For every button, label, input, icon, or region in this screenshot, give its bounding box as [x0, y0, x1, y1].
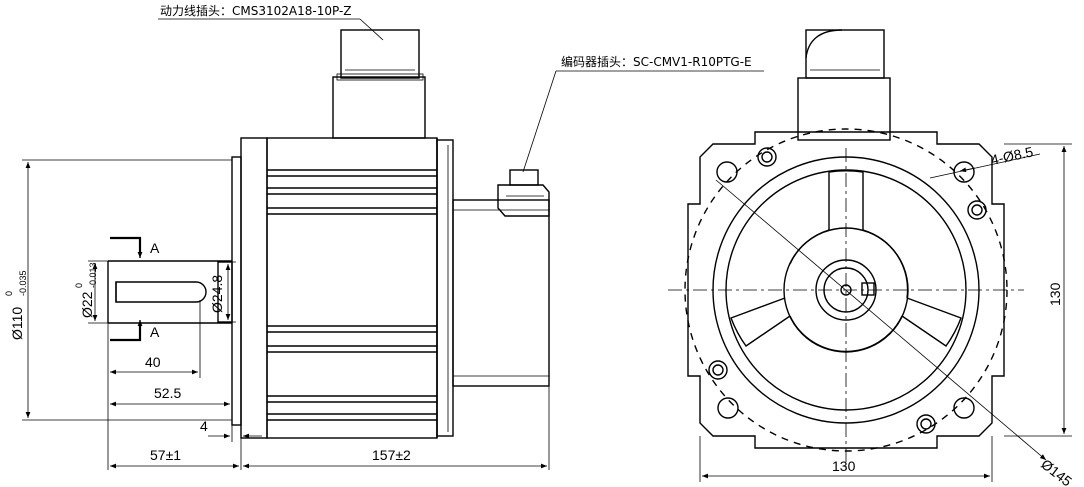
dim-key-length: 40	[107, 300, 201, 378]
dim-key-height: Ø24.8	[209, 261, 236, 323]
bolt-hole-label: 4-Ø8.5	[989, 143, 1034, 168]
cooling-fins	[267, 169, 437, 421]
motor-body	[266, 137, 438, 439]
encoder-connector-label: 编码器插头：SC-CMV1-R10PTG-E	[561, 54, 752, 69]
front-flange	[231, 156, 242, 426]
body-outer-circle	[712, 156, 980, 424]
dim-shaft-diameter: Ø22 0 -0.013	[74, 260, 108, 324]
dim-bottom-row: 57±1 157±2	[107, 386, 550, 470]
flange-height-label: 130	[1047, 282, 1063, 306]
shaft-center-hole	[840, 284, 852, 296]
side-view: A A Ø110 0 -0.035 Ø22 0 -0.013	[4, 4, 764, 470]
bolt-hole-callout: 4-Ø8.5	[929, 143, 1041, 179]
hub-mid-circle	[815, 259, 877, 321]
pcd-leader	[715, 179, 1047, 461]
bolt-holes	[708, 147, 987, 434]
power-connector-label: 动力线插头：CMS3102A18-10P-Z	[160, 4, 352, 18]
pcd-label: Ø145	[1038, 456, 1075, 487]
key-height-label: Ø24.8	[209, 275, 225, 313]
flange-diameter-lower: -0.035	[18, 270, 28, 296]
dim-flange-height: 130	[1004, 143, 1072, 437]
shaft-length-label: 52.5	[154, 385, 181, 401]
power-connector	[332, 29, 426, 139]
encoder-connector-callout: 编码器插头：SC-CMV1-R10PTG-E	[522, 54, 764, 173]
rear-cap	[452, 199, 550, 387]
flange-width-label: 130	[832, 458, 856, 474]
shaft-key	[861, 282, 875, 296]
flange-diameter-upper: 0	[4, 291, 14, 296]
dim-flange-width: 130	[699, 436, 993, 482]
flange-collar	[240, 137, 268, 439]
dim-flange-thickness: 4	[200, 418, 262, 442]
dim-shaft-length: 52.5	[107, 378, 233, 425]
shaft-diameter-lower: -0.013	[88, 262, 98, 288]
flange-diameter-value: Ø110	[9, 307, 25, 340]
front-view: Ø145 4-Ø8.5 130 130	[668, 29, 1075, 487]
front-flange-outline	[687, 131, 1005, 449]
shaft-total-label: 57±1	[150, 447, 181, 463]
encoder-connector	[497, 169, 550, 217]
section-mark-bottom: A	[150, 324, 160, 340]
dim-flange-diameter: Ø110 0 -0.035	[4, 159, 232, 421]
shaft-circle	[823, 267, 869, 313]
front-connector	[797, 29, 891, 141]
shaft-diameter-value: Ø22	[79, 291, 95, 318]
key-length-label: 40	[145, 354, 161, 370]
shaft-diameter-upper: 0	[74, 283, 84, 288]
pcd-circle	[684, 128, 1008, 452]
body-inner-circle	[725, 169, 967, 411]
power-connector-callout: 动力线插头：CMS3102A18-10P-Z	[158, 4, 384, 41]
spokes	[730, 170, 962, 353]
flange-thickness-label: 4	[200, 418, 208, 434]
section-marks: A A	[110, 236, 160, 342]
body-length-label: 157±2	[372, 447, 411, 463]
section-mark-top: A	[150, 240, 160, 256]
